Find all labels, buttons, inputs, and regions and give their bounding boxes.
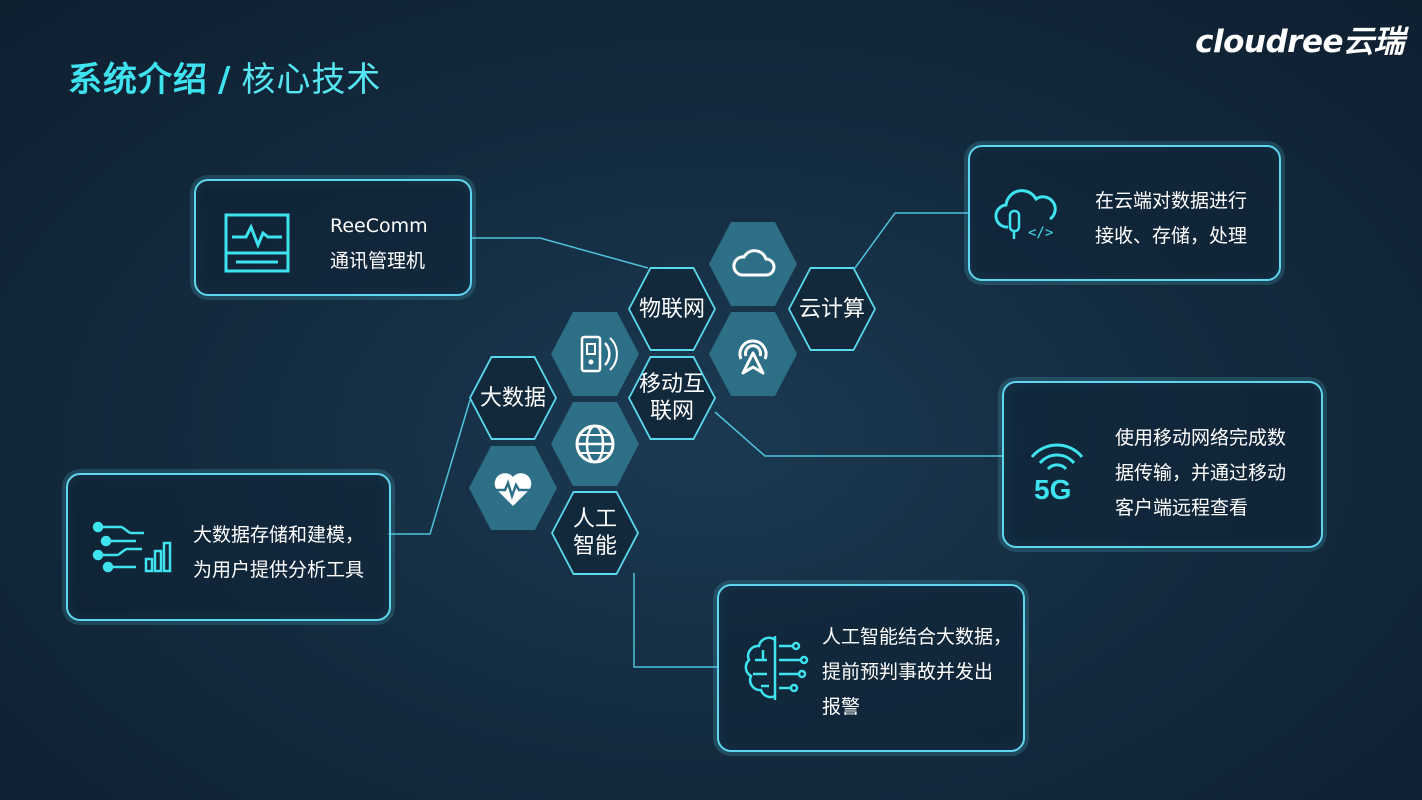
brain-icon	[744, 636, 809, 700]
ai-line3: 报警	[822, 696, 861, 718]
reecomm-line2: 通讯管理机	[330, 250, 426, 272]
hex-ai-line1: 人工	[572, 507, 617, 532]
antenna-icon	[738, 339, 768, 375]
hex-iot: 物联网	[628, 267, 716, 351]
reecomm-line1: ReeComm	[330, 215, 428, 237]
hex-device-icon-tile	[551, 312, 639, 396]
hex-mobile-line2: 联网	[649, 399, 694, 424]
svg-text:5G: 5G	[1034, 474, 1071, 503]
fiveg-line1: 使用移动网络完成数	[1115, 427, 1287, 449]
cloud-line2: 接收、存储，处理	[1095, 225, 1248, 247]
connector-bigdata	[388, 399, 471, 535]
monitor-icon	[224, 213, 290, 273]
fiveg-line3: 客户端远程查看	[1115, 497, 1249, 519]
svg-text:</>: </>	[1028, 225, 1053, 241]
hex-iot-label: 物联网	[630, 269, 714, 349]
hex-ai-line2: 智能	[572, 534, 617, 559]
title-main: 系统介绍	[68, 60, 208, 100]
heart-pulse-icon	[494, 473, 532, 506]
globe-icon	[575, 424, 615, 464]
hex-cloud-computing: 云计算	[788, 267, 876, 351]
card-reecomm: ReeComm 通讯管理机	[194, 179, 472, 296]
hex-mobile-label: 移动互联网	[630, 358, 714, 438]
data-circuit-icon	[92, 521, 172, 573]
hex-antenna-icon-tile	[709, 312, 797, 396]
card-cloud: </> 在云端对数据进行 接收、存储，处理	[968, 145, 1281, 281]
connector-ai	[633, 573, 717, 668]
device-signal-icon	[580, 335, 618, 373]
brand-logo: cloudree云瑞	[1195, 24, 1404, 60]
connector-reecomm	[470, 237, 649, 269]
bigdata-line2: 为用户提供分析工具	[193, 559, 365, 581]
ai-line2: 提前预判事故并发出	[822, 661, 994, 683]
card-5g: 5G 使用移动网络完成数 据传输，并通过移动 客户端远程查看	[1002, 381, 1323, 548]
card-bigdata: 大数据存储和建模， 为用户提供分析工具	[66, 473, 391, 621]
page-title: 系统介绍/核心技术	[68, 52, 381, 101]
hex-ai: 人工智能	[551, 491, 639, 575]
title-sub: 核心技术	[241, 60, 382, 100]
hex-mobile-line1: 移动互	[638, 372, 705, 397]
hex-bigdata-label: 大数据	[471, 358, 555, 438]
5g-icon: 5G	[1030, 443, 1084, 503]
cloud-code-icon: </>	[994, 189, 1057, 241]
hex-cloud-label: 云计算	[790, 269, 874, 349]
ai-line1: 人工智能结合大数据，	[822, 626, 1013, 648]
cloud-line1: 在云端对数据进行	[1095, 190, 1248, 212]
connector-cloud	[854, 212, 968, 269]
connector-5g	[714, 411, 1002, 457]
card-ai: 人工智能结合大数据， 提前预判事故并发出 报警	[717, 584, 1025, 752]
hex-mobile-internet: 移动互联网	[628, 356, 716, 440]
fiveg-line2: 据传输，并通过移动	[1115, 462, 1287, 484]
bigdata-line1: 大数据存储和建模，	[193, 524, 365, 546]
cloud-icon	[732, 249, 776, 277]
title-separator: /	[218, 60, 232, 100]
hex-cloud-icon-tile	[709, 222, 797, 306]
hex-globe-icon-tile	[551, 402, 639, 486]
